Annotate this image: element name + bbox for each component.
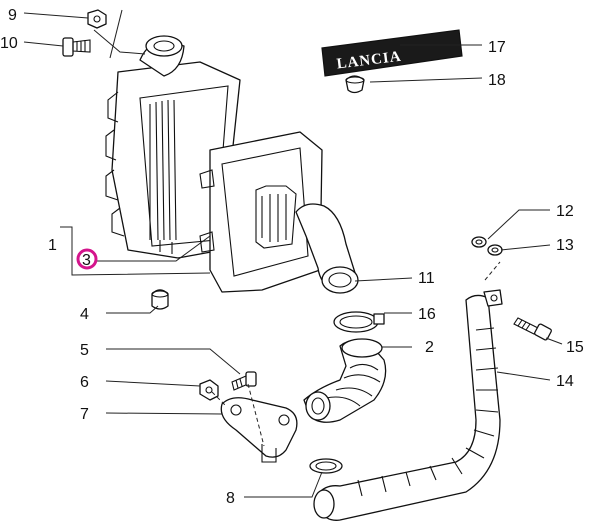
part-8-hose-clip — [309, 458, 343, 474]
callout-1: 1 — [48, 237, 57, 254]
part-2-bellows-hose — [303, 338, 387, 423]
part-5-bolt — [231, 371, 257, 391]
callout-17: 17 — [488, 39, 506, 56]
part-17-badge: LANCIA — [321, 29, 463, 77]
part-13-spring-washer — [487, 244, 503, 256]
callout-10: 10 — [0, 35, 18, 52]
part-cover — [199, 131, 323, 293]
callout-13: 13 — [556, 237, 574, 254]
callout-4: 4 — [80, 306, 89, 323]
callout-labels: 9 10 17 18 1 3 12 13 11 4 16 2 15 5 6 14… — [0, 7, 584, 507]
callout-11: 11 — [418, 270, 435, 287]
callout-3-highlight-ring — [76, 248, 98, 270]
callout-15: 15 — [566, 339, 584, 356]
part-18-grommet — [345, 75, 365, 94]
callout-16: 16 — [418, 306, 436, 323]
callout-6: 6 — [80, 374, 89, 391]
callout-2: 2 — [425, 339, 434, 356]
part-15-bolt — [513, 317, 552, 341]
callout-7: 7 — [80, 406, 89, 423]
part-7-bracket — [220, 397, 298, 463]
part-3-filter-housing — [105, 61, 241, 259]
callout-8: 8 — [226, 490, 235, 507]
callout-3: 3 — [82, 252, 91, 269]
callout-5: 5 — [80, 342, 89, 359]
part-16-clamp — [333, 311, 385, 333]
callout-18: 18 — [488, 72, 506, 89]
part-11-intake-duct — [295, 203, 359, 294]
callout-12: 12 — [556, 203, 574, 220]
badge-text: LANCIA — [336, 49, 403, 73]
part-6-nut — [199, 379, 219, 401]
part-14-long-hose — [313, 289, 503, 521]
callout-9: 9 — [8, 7, 17, 24]
part-4-grommet — [151, 289, 169, 310]
part-9-nut — [87, 9, 107, 29]
part-12-washer — [471, 236, 487, 248]
callout-14: 14 — [556, 373, 574, 390]
part-intake-elbow — [139, 35, 185, 77]
part-10-bolt — [62, 37, 91, 57]
leader-lines — [23, 9, 563, 498]
